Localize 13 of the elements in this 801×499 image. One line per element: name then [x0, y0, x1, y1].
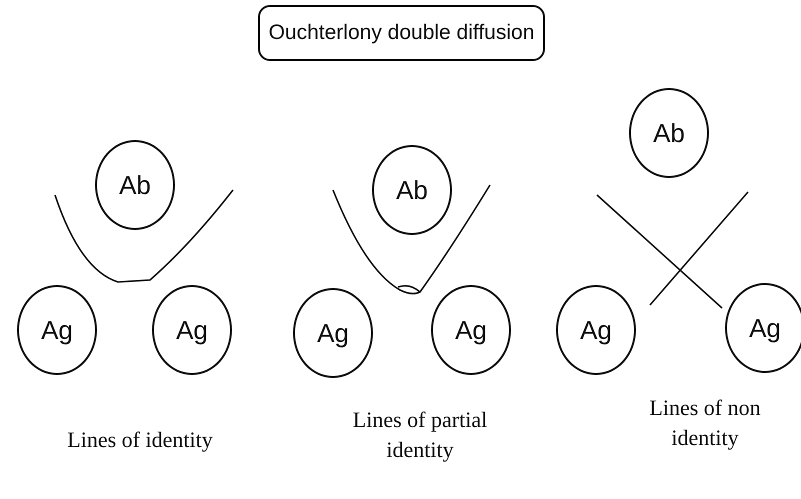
- antibody-well: Ab: [95, 140, 175, 230]
- caption-text: Lines of identity: [66, 426, 214, 454]
- antibody-well: Ab: [629, 88, 709, 178]
- antigen-well: Ag: [293, 288, 373, 378]
- title-box: Ouchterlony double diffusion: [258, 5, 545, 61]
- antigen-well: Ag: [725, 283, 801, 373]
- antigen-well: Ag: [17, 285, 97, 375]
- antigen-well: Ag: [556, 285, 636, 375]
- caption-text: Lines of partial identity: [352, 406, 488, 464]
- antigen-well: Ag: [152, 285, 232, 375]
- caption-text: Lines of non identity: [648, 394, 762, 452]
- antibody-well: Ab: [372, 145, 452, 235]
- antigen-well: Ag: [431, 285, 511, 375]
